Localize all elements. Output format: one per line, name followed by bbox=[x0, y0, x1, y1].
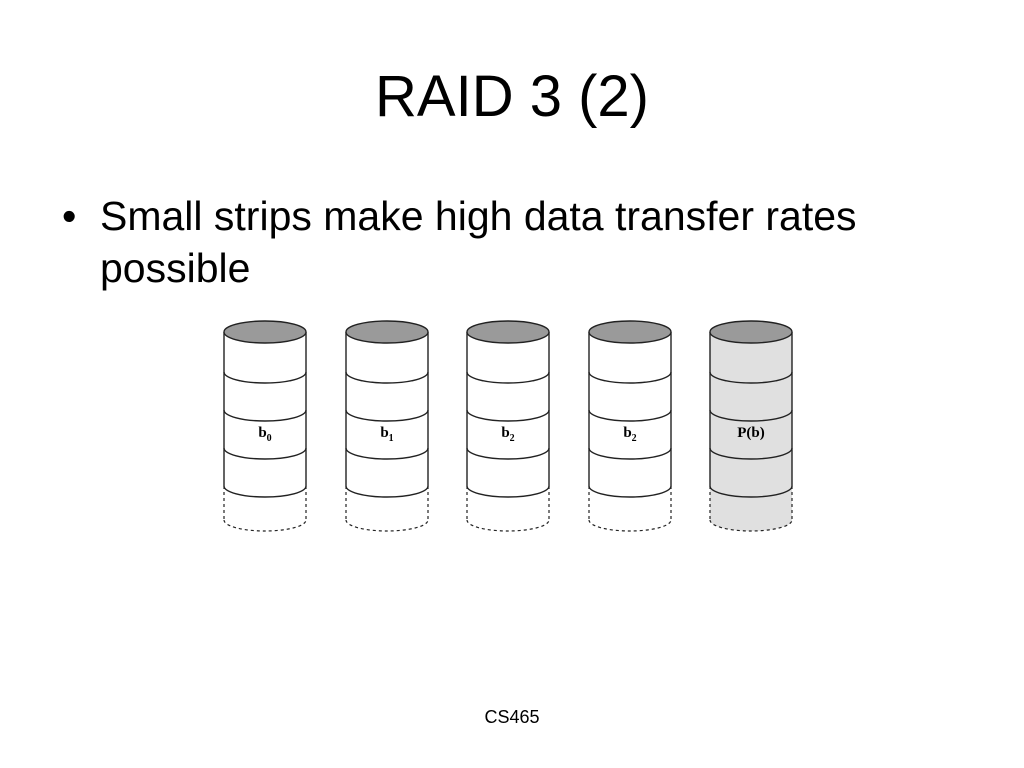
slide-title: RAID 3 (2) bbox=[375, 64, 649, 129]
bullet-text: Small strips make high data transfer rat… bbox=[100, 193, 857, 291]
disk-1: b1 bbox=[345, 320, 429, 532]
disk-4: P(b) bbox=[709, 320, 793, 532]
disk-4-label: P(b) bbox=[737, 425, 765, 441]
slide-footer: CS465 bbox=[484, 707, 540, 727]
disk-0: b0 bbox=[223, 320, 307, 532]
bullet-marker: • bbox=[62, 193, 77, 239]
disk-3: b2 bbox=[588, 320, 672, 532]
disk-2: b2 bbox=[466, 320, 550, 532]
